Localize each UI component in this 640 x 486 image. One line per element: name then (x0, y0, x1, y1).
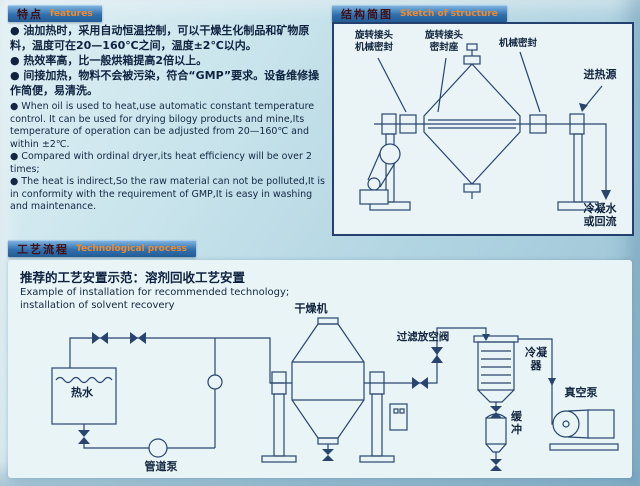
label-pipeline-pump: 管道泵 (144, 460, 178, 473)
label-buffer-tank: 缓冲 (511, 410, 522, 437)
feature-zh-item: ● 间接加热，物料不会被污染，符合“GMP”要求。设备维修操作简便，易清洗。 (10, 69, 320, 97)
label-mech-seal: 机械密封 (498, 38, 537, 49)
process-header-zh: 工艺流程 (17, 243, 69, 256)
features-zh-list: ● 油加热时，采用自动恒温控制，可以干燥生化制品和矿物原料，温度可在20—160… (10, 23, 323, 98)
process-title-en: Example of installation for recommended … (20, 287, 290, 311)
label-rotary-joint-seat: 旋转接头 密封座 (424, 30, 463, 53)
process-header: 工艺流程 Technological process (8, 240, 197, 257)
feature-zh-item: ● 油加热时，采用自动恒温控制，可以干燥生化制品和矿物原料，温度可在20—160… (10, 24, 310, 52)
label-hot-water: 热水 (71, 386, 93, 399)
label-vacuum-pump: 真空泵 (564, 386, 598, 399)
structure-sketch-drawing (359, 43, 611, 211)
structure-header-en: Sketch of structure (400, 9, 498, 19)
process-flow-panel: 推荐的工艺安置示范：溶剂回收工艺安置 Example of installati… (8, 260, 632, 478)
feature-en-item: ● Compared with ordinal dryer,its heat e… (10, 151, 312, 175)
structure-sketch: 旋转接头 机械密封 旋转接头 密封座 机械密封 进热源 冷凝水 或回流 (332, 22, 634, 236)
features-header: 特点 features (8, 5, 102, 22)
process-flow-drawing (51, 317, 619, 471)
features-header-zh: 特点 (17, 8, 43, 21)
label-condenser: 冷凝器 (525, 346, 547, 373)
structure-header-zh: 结构简图 (341, 8, 393, 21)
features-header-en: features (50, 9, 93, 19)
label-rotary-joint-mech-seal: 旋转接头 机械密封 (354, 30, 393, 53)
label-dryer: 干燥机 (294, 302, 328, 315)
process-header-en: Technological process (76, 244, 188, 254)
process-title-zh: 推荐的工艺安置示范：溶剂回收工艺安置 (20, 270, 246, 285)
label-heat-inlet: 进热源 (583, 68, 617, 81)
features-en-list: ● When oil is used to heat,use automatic… (10, 101, 326, 214)
feature-en-item: ● When oil is used to heat,use automatic… (10, 101, 315, 150)
feature-zh-item: ● 热效率高，比一般烘箱提高2倍以上。 (10, 54, 208, 67)
label-condensate-return: 冷凝水 或回流 (583, 202, 617, 229)
label-filter-vent-valve: 过滤放空阀 (396, 331, 450, 343)
structure-header: 结构简图 Sketch of structure (332, 5, 507, 22)
feature-en-item: ● The heat is indirect,So the raw materi… (10, 176, 325, 212)
